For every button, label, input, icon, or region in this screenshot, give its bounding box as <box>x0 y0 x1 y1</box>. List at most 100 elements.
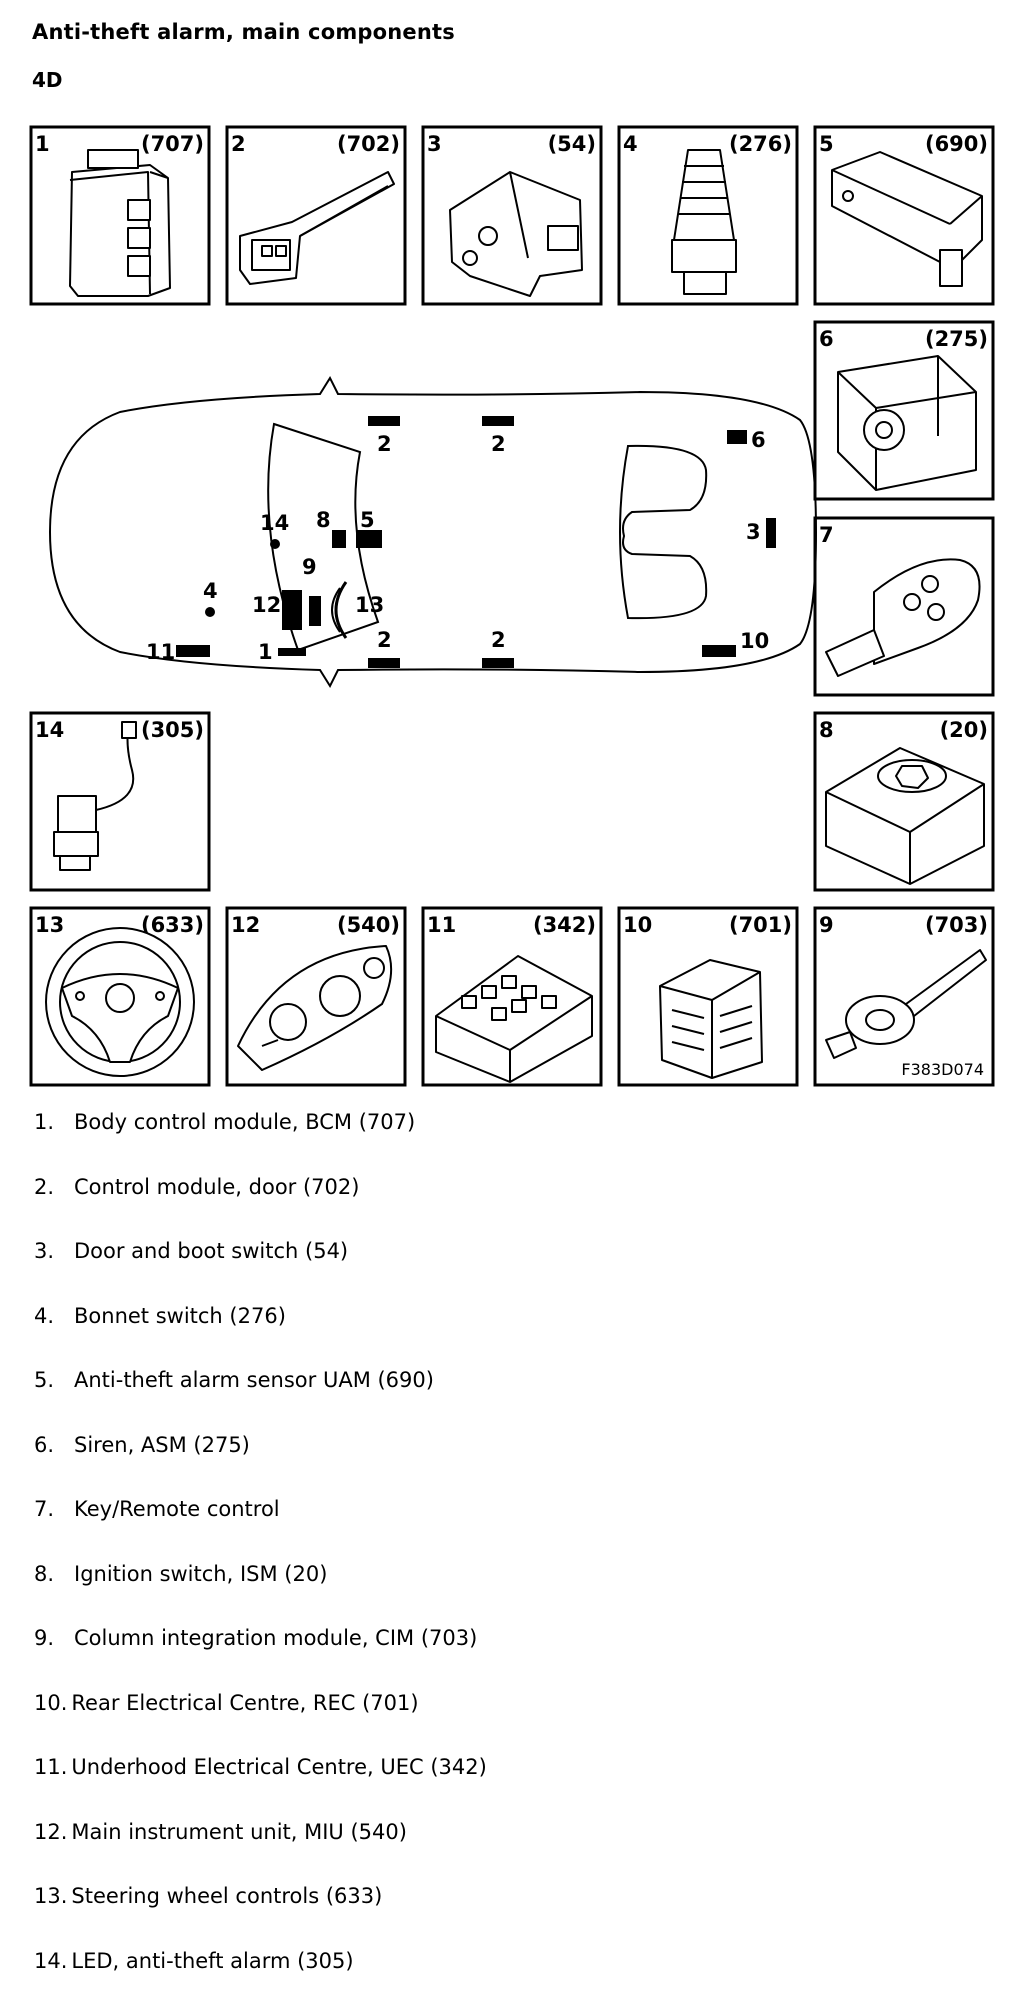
list-item-text: Rear Electrical Centre, REC (701) <box>71 1691 418 1715</box>
list-item: 3.Door and boot switch (54) <box>34 1239 487 1304</box>
car-marker-door-front-right <box>368 658 400 668</box>
car-label-bcm: 1 <box>258 640 273 664</box>
panel-9-code: (703) <box>925 913 988 937</box>
list-item-number: 2. <box>34 1175 60 1199</box>
car-label-door-rear-right: 2 <box>491 628 506 652</box>
car-label-cim: 9 <box>302 555 317 579</box>
car-marker-bcm <box>278 648 306 656</box>
list-item-text: Key/Remote control <box>74 1497 280 1521</box>
list-item-text: Control module, door (702) <box>74 1175 359 1199</box>
list-item: 2. Control module, door (702) <box>34 1175 487 1240</box>
car-marker-siren <box>727 430 747 444</box>
car-label-steering: 13 <box>355 593 384 617</box>
list-item-number: 9. <box>34 1626 60 1650</box>
car-marker-door-rear-left <box>482 416 514 426</box>
door-control-module-icon <box>240 172 394 284</box>
list-item-text: Column integration module, CIM (703) <box>74 1626 477 1650</box>
panel-13-code: (633) <box>141 913 204 937</box>
list-item: 14.LED, anti-theft alarm (305) <box>34 1949 487 2013</box>
list-item: 5. Anti-theft alarm sensor UAM (690) <box>34 1368 487 1433</box>
panel-11-code: (342) <box>533 913 596 937</box>
car-marker-bonnet <box>205 607 215 617</box>
figure-code: F383D074 <box>901 1060 984 1079</box>
car-label-door-rear-left: 2 <box>491 432 506 456</box>
list-item: 6. Siren, ASM (275) <box>34 1433 487 1498</box>
led-icon <box>54 722 136 870</box>
bcm-module-icon <box>70 150 170 296</box>
list-item-number: 12. <box>34 1820 67 1844</box>
list-item-number: 10. <box>34 1691 67 1715</box>
siren-icon <box>838 356 976 490</box>
boot-latch-switch-icon <box>450 172 582 296</box>
component-list: 1. Body control module, BCM (707) 2. Contr… <box>34 1110 487 2013</box>
panel-10-number: 10 <box>623 913 652 937</box>
panel-8-number: 8 <box>819 718 834 742</box>
list-item-text: Ignition switch, ISM (20) <box>74 1562 327 1586</box>
panel-5-code: (690) <box>925 132 988 156</box>
panel-10-code: (701) <box>729 913 792 937</box>
panel-9-number: 9 <box>819 913 834 937</box>
list-item-number: 7. <box>34 1497 60 1521</box>
list-item: 9. Column integration module, CIM (703) <box>34 1626 487 1691</box>
panel-13-number: 13 <box>35 913 64 937</box>
car-label-door-front-right: 2 <box>377 628 392 652</box>
car-marker-door-front-left <box>368 416 400 426</box>
panel-2-code: (702) <box>337 132 400 156</box>
list-item-text: Main instrument unit, MIU (540) <box>71 1820 407 1844</box>
panel-5-number: 5 <box>819 132 834 156</box>
car-label-door-front-left: 2 <box>377 432 392 456</box>
panel-7-number: 7 <box>819 523 834 547</box>
panel-4-number: 4 <box>623 132 638 156</box>
panel-4-code: (276) <box>729 132 792 156</box>
list-item: 10.Rear Electrical Centre, REC (701) <box>34 1691 487 1756</box>
panel-12-number: 12 <box>231 913 260 937</box>
list-item: 7. Key/Remote control <box>34 1497 487 1562</box>
component-diagram: 1 (707) 2 (702) 3 (54) 4 (276) 5 (690) 6… <box>0 0 1024 1100</box>
list-item-text: LED, anti-theft alarm (305) <box>71 1949 353 1973</box>
list-item: 4.Bonnet switch (276) <box>34 1304 487 1369</box>
list-item-number: 5. <box>34 1368 60 1392</box>
panel-14-code: (305) <box>141 718 204 742</box>
instrument-unit-icon <box>238 946 391 1070</box>
steering-wheel-icon <box>46 928 194 1076</box>
car-marker-ignition <box>332 530 346 548</box>
list-item-number: 6. <box>34 1433 60 1457</box>
panel-6-number: 6 <box>819 327 834 351</box>
list-item: 8.Ignition switch, ISM (20) <box>34 1562 487 1627</box>
list-item: 13.Steering wheel controls (633) <box>34 1884 487 1949</box>
list-item-text: Underhood Electrical Centre, UEC (342) <box>71 1755 486 1779</box>
panel-3-number: 3 <box>427 132 442 156</box>
panel-8-code: (20) <box>940 718 988 742</box>
list-item-text: Anti-theft alarm sensor UAM (690) <box>74 1368 434 1392</box>
list-item-text: Siren, ASM (275) <box>74 1433 250 1457</box>
car-marker-uec <box>176 645 210 657</box>
panel-3-code: (54) <box>548 132 596 156</box>
list-item: 12.Main instrument unit, MIU (540) <box>34 1820 487 1885</box>
car-marker-instrument <box>282 590 302 630</box>
ignition-switch-icon <box>826 748 984 884</box>
car-label-bonnet: 4 <box>203 579 218 603</box>
list-item-text: Bonnet switch (276) <box>74 1304 286 1328</box>
car-label-rec: 10 <box>740 629 769 653</box>
car-marker-uam <box>356 530 382 548</box>
panel-1-code: (707) <box>141 132 204 156</box>
car-label-ignition: 8 <box>316 508 331 532</box>
panel-14-number: 14 <box>35 718 64 742</box>
list-item-number: 13. <box>34 1884 67 1908</box>
car-marker-rec <box>702 645 736 657</box>
car-marker-cim <box>309 596 321 626</box>
panel-6-code: (275) <box>925 327 988 351</box>
panel-1-number: 1 <box>35 132 50 156</box>
panel-2-number: 2 <box>231 132 246 156</box>
list-item-text: Body control module, BCM (707) <box>74 1110 415 1134</box>
car-marker-led <box>270 539 280 549</box>
car-marker-door-rear-right <box>482 658 514 668</box>
car-label-uam: 5 <box>360 508 375 532</box>
list-item-number: 1. <box>34 1110 60 1134</box>
underhood-electrical-centre-icon <box>436 956 592 1082</box>
uam-sensor-icon <box>832 152 982 286</box>
panel-11-number: 11 <box>427 913 456 937</box>
car-label-uec: 11 <box>146 640 175 664</box>
list-item: 11.Underhood Electrical Centre, UEC (342… <box>34 1755 487 1820</box>
list-item-text: Steering wheel controls (633) <box>71 1884 382 1908</box>
